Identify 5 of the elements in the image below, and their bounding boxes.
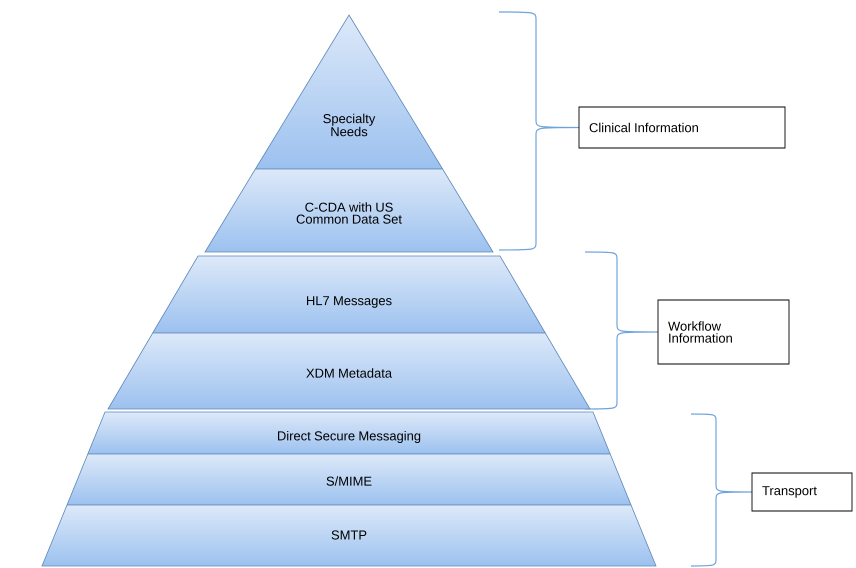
label-box: Clinical Information xyxy=(578,106,786,148)
label-box: Workflow Information xyxy=(658,300,790,364)
pyramid-layer: Direct Secure Messaging xyxy=(87,412,611,454)
pyramid-layer: HL7 Messages xyxy=(152,256,546,334)
label-box: Transport xyxy=(752,472,852,512)
